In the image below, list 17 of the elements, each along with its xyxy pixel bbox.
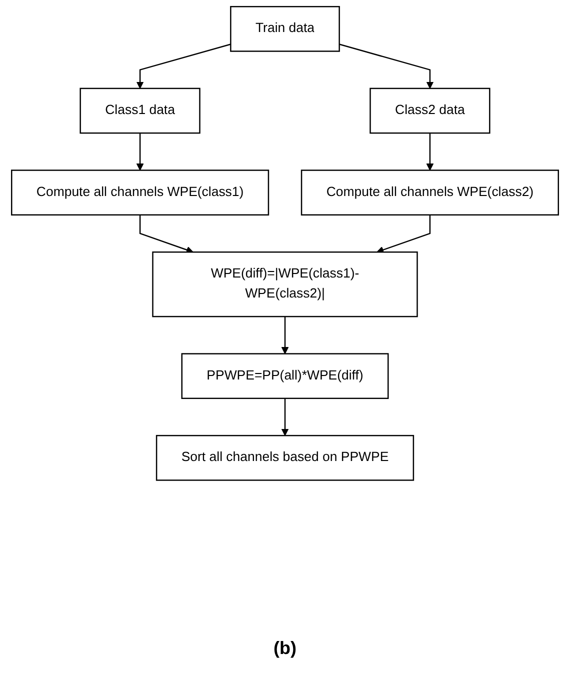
arrow [281,398,289,436]
node-box: WPE(diff)=|WPE(class1)-WPE(class2)| [152,251,418,318]
arrow [281,316,289,354]
arrow [339,44,434,89]
arrow [376,214,431,254]
caption: (b) [274,638,296,659]
node-box: Sort all channels based on PPWPE [156,434,414,481]
arrow [136,133,144,171]
node-box: Class2 data [370,88,490,134]
node-box: Compute all channels WPE(class2) [300,170,559,216]
node-box: Train data [230,6,340,52]
node-box: Compute all channels WPE(class1) [11,170,270,216]
arrow [426,133,434,171]
arrow [136,44,231,89]
arrow [139,214,194,254]
node-box: Class1 data [80,88,200,134]
node-box: PPWPE=PP(all)*WPE(diff) [181,353,389,399]
